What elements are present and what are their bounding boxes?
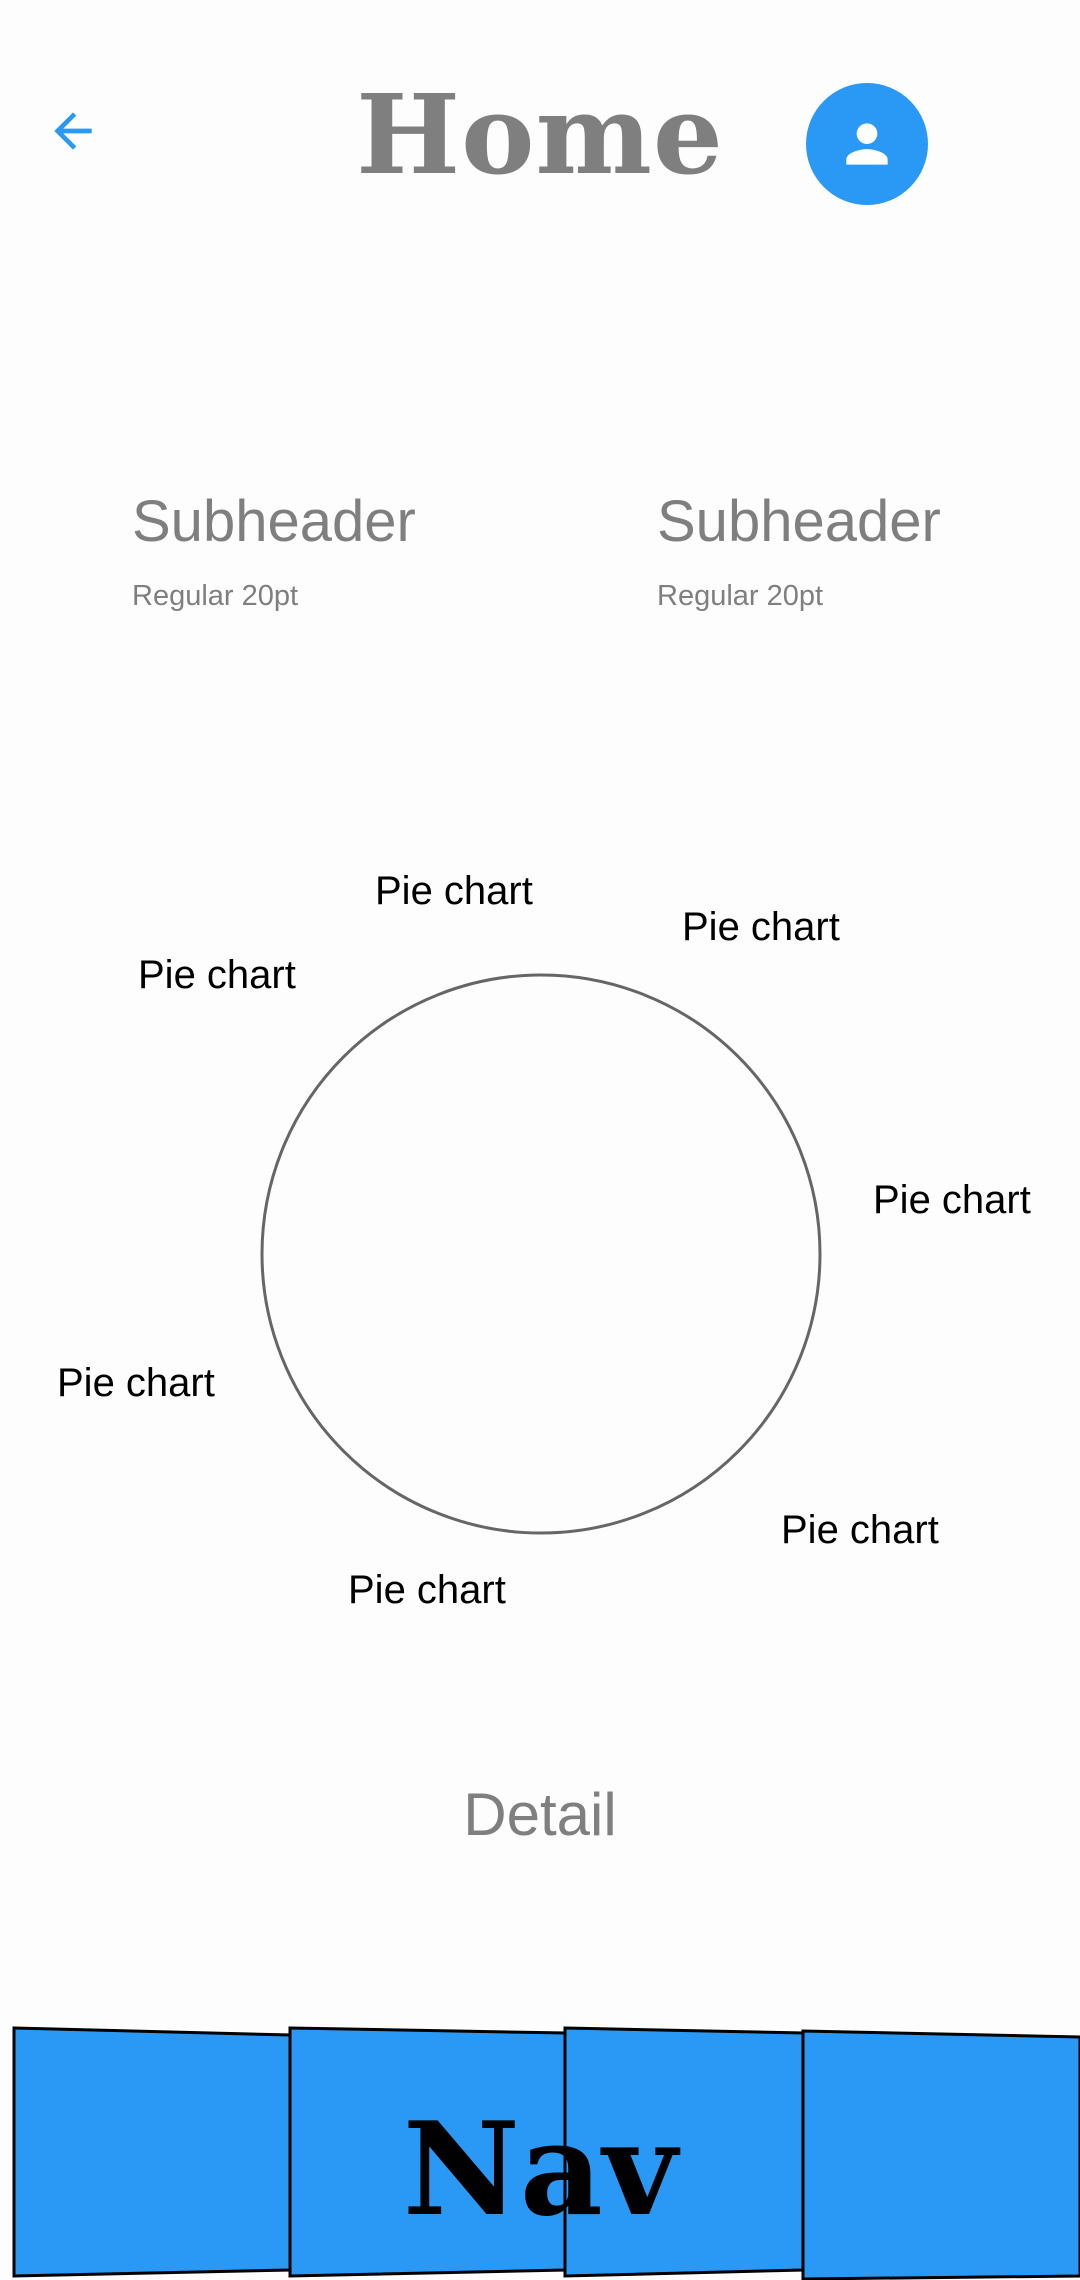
- page-title: Home: [356, 70, 724, 199]
- pie-label-2: Pie chart: [682, 905, 840, 949]
- avatar[interactable]: [806, 83, 928, 205]
- pie-label-1: Pie chart: [375, 869, 533, 913]
- nav-bar: [12, 2026, 1080, 2280]
- detail-text: Detail: [463, 1781, 617, 1848]
- nav-tab-4[interactable]: [801, 2029, 1080, 2280]
- pie-label-6: Pie chart: [781, 1508, 939, 1552]
- subheader-right-label: Regular 20pt: [657, 580, 824, 612]
- subheader-left-label: Regular 20pt: [132, 580, 299, 612]
- back-button[interactable]: [38, 96, 108, 166]
- arrow-left-icon: [54, 112, 92, 150]
- subheader-right-title: Subheader: [657, 489, 941, 554]
- subheader-left-title: Subheader: [132, 489, 416, 554]
- pie-circle: [260, 973, 822, 1535]
- nav-tab-1[interactable]: [12, 2026, 292, 2278]
- pie-label-5: Pie chart: [57, 1361, 215, 1405]
- person-icon: [846, 123, 888, 165]
- nav-tab-3[interactable]: [563, 2026, 805, 2278]
- pie-label-7: Pie chart: [348, 1568, 506, 1612]
- nav-tab-2[interactable]: [288, 2026, 567, 2278]
- pie-label-4: Pie chart: [873, 1178, 1031, 1222]
- pie-label-3: Pie chart: [138, 953, 296, 997]
